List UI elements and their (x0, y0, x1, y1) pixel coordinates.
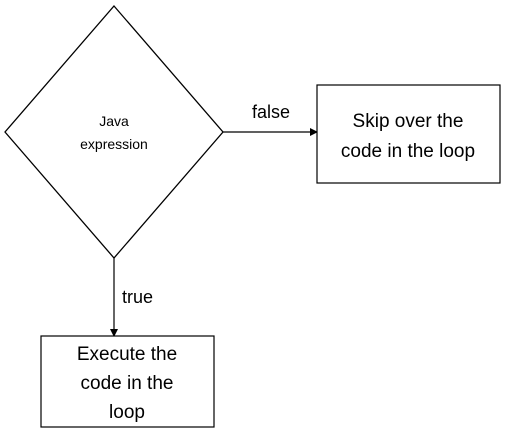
skip-node: Skip over the code in the loop (316, 84, 501, 184)
decision-label-line1: Java (99, 113, 129, 129)
execute-node: Execute the code in the loop (40, 335, 215, 428)
false-label: false (252, 102, 290, 122)
skip-box (316, 84, 501, 184)
execute-label-line3: loop (109, 402, 145, 423)
execute-box (40, 335, 215, 428)
execute-label-line2: code in the (81, 373, 174, 394)
true-edge: true (110, 258, 153, 337)
execute-label-line1: Execute the (77, 344, 177, 365)
decision-label-line2: expression (80, 136, 148, 152)
skip-label-line1: Skip over the (353, 111, 464, 132)
skip-label-line2: code in the loop (341, 141, 475, 162)
decision-diamond (4, 5, 224, 259)
false-edge: false (223, 102, 318, 136)
decision-node: Java expression (4, 5, 224, 259)
true-label: true (122, 287, 153, 307)
